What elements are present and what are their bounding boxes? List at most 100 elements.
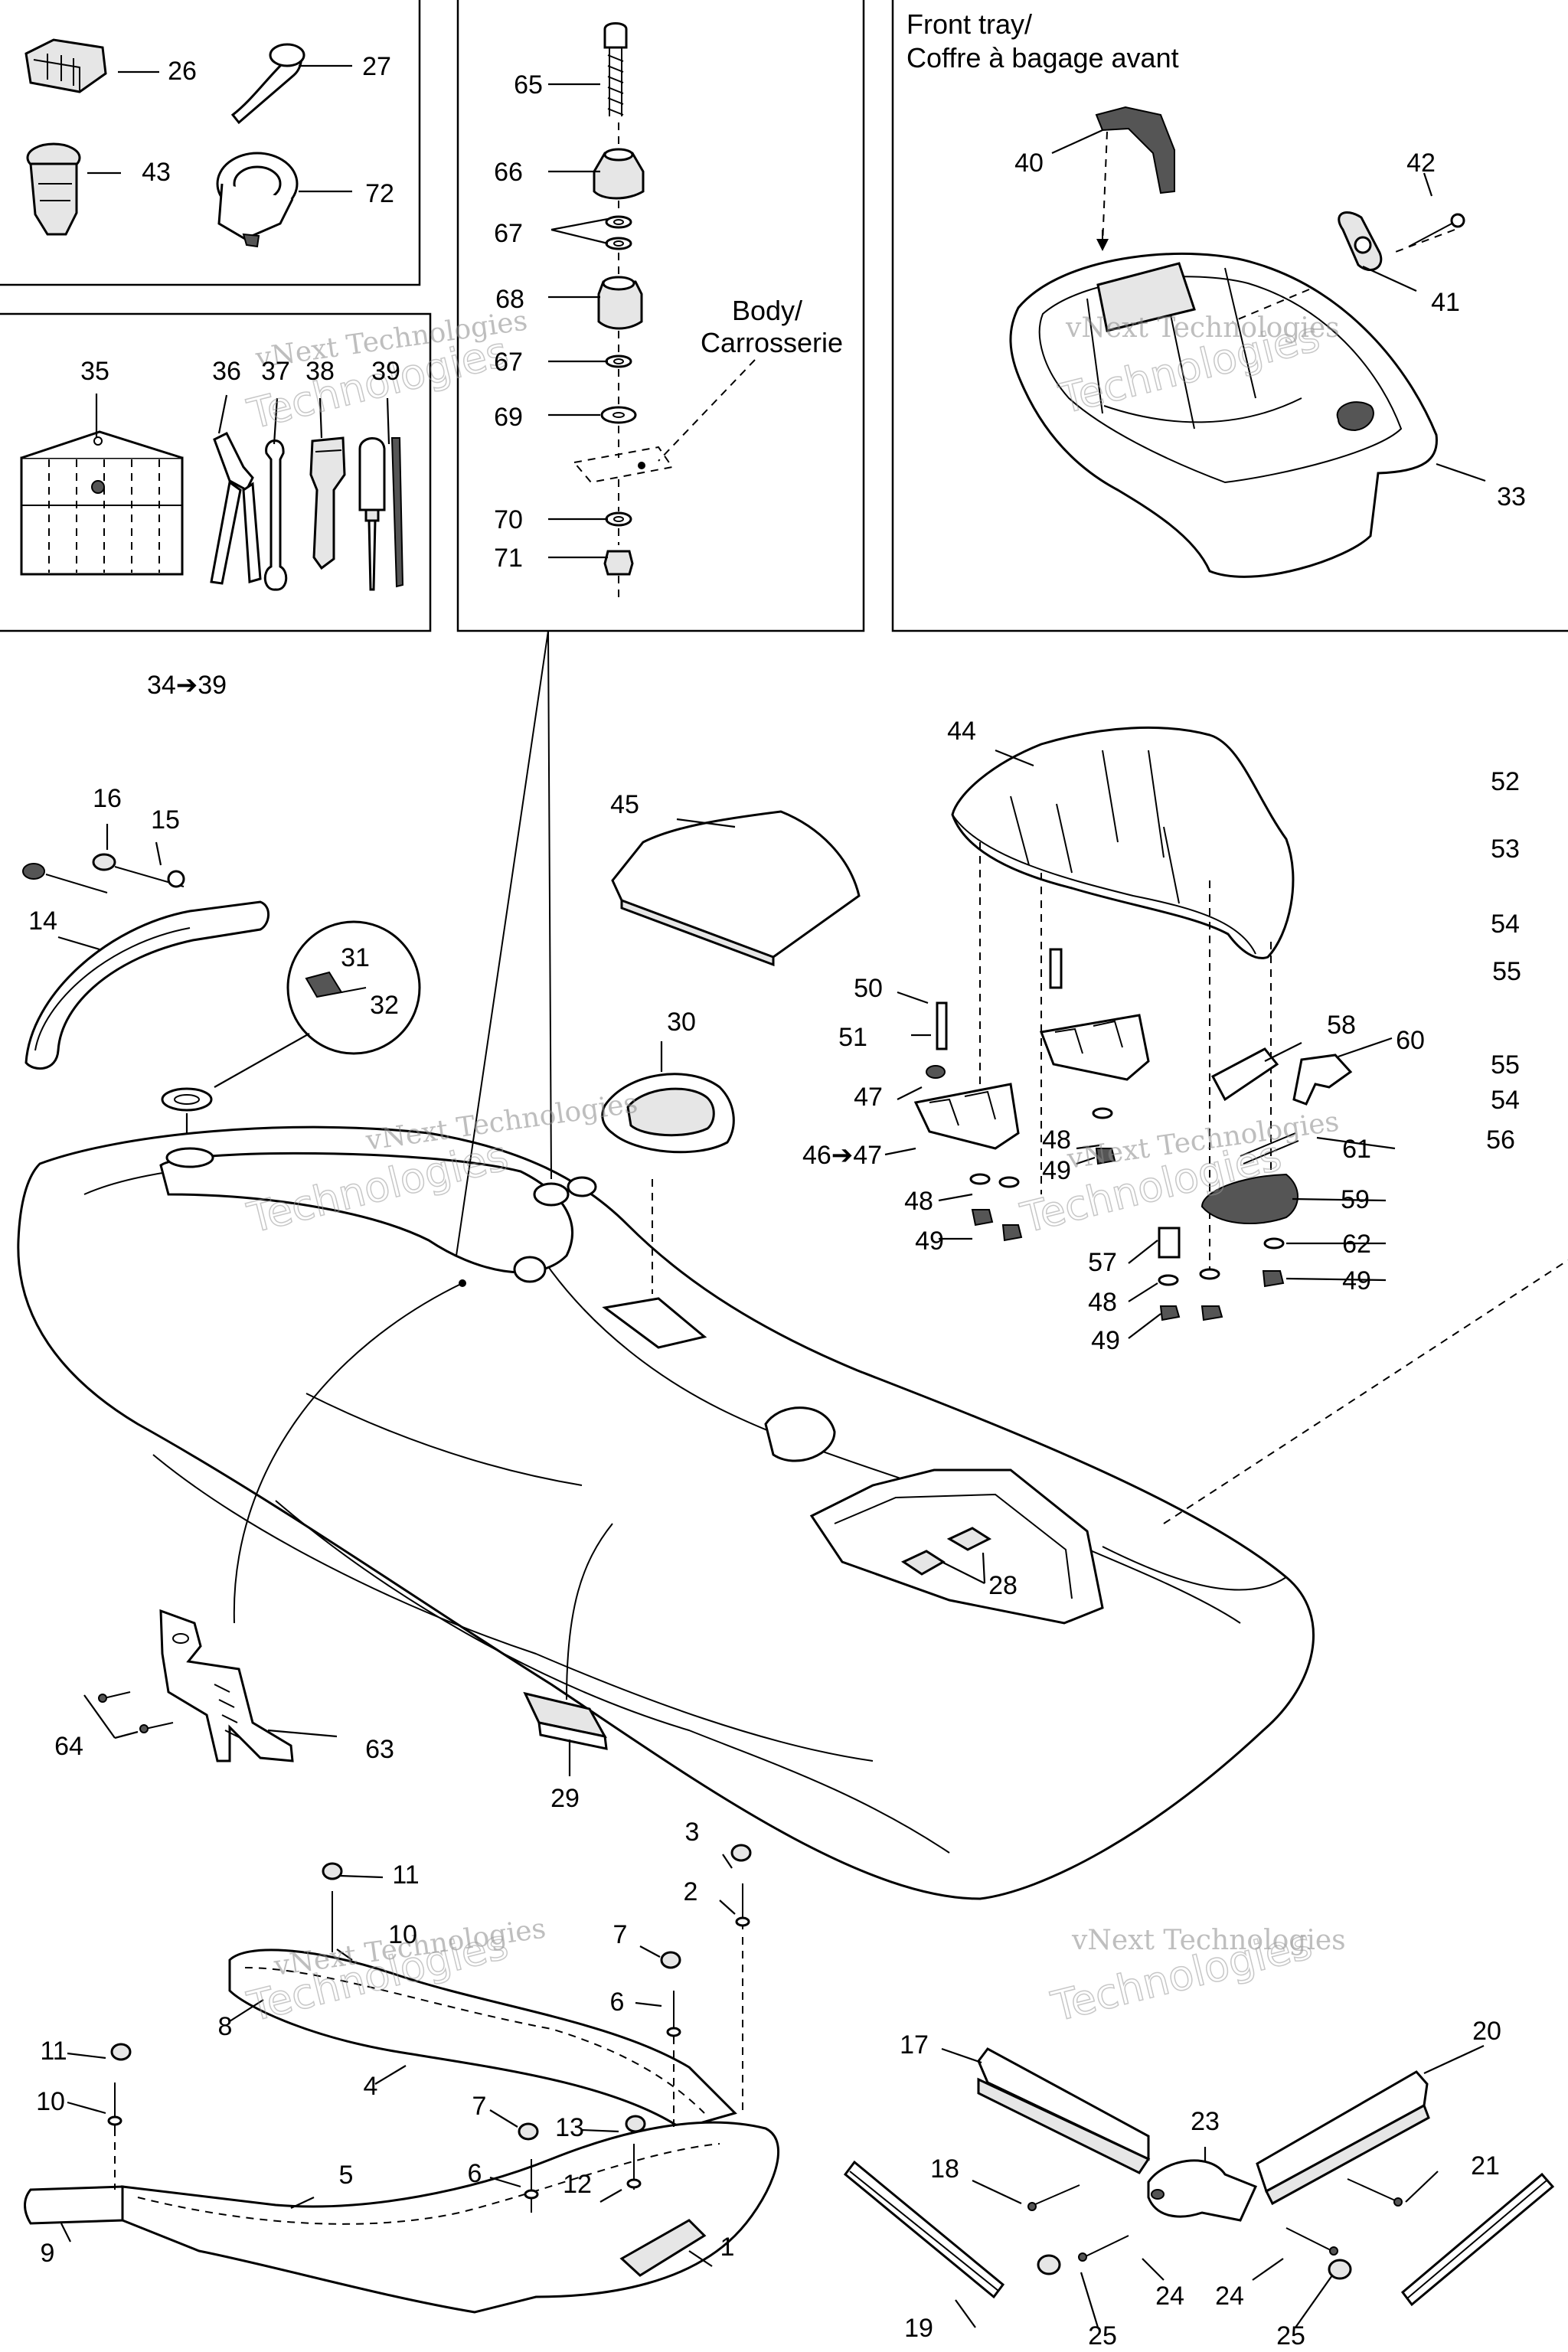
- front-tray-title-fr: Coffre à bagage avant: [906, 42, 1179, 74]
- callouts: 26 27 43 72 35 36 37 38 39 65 66 67 68 6…: [28, 52, 1526, 2350]
- callout-56: 56: [1486, 1125, 1515, 1155]
- front-tray-title-en: Front tray/: [906, 8, 1032, 40]
- leader-lines: [57, 64, 1486, 2328]
- callout-49c: 49: [1342, 1266, 1371, 1295]
- cable-tie-27: [230, 43, 305, 125]
- callout-13: 13: [555, 2113, 584, 2142]
- callout-11a: 11: [392, 1860, 419, 1890]
- callout-7b: 7: [472, 2092, 487, 2121]
- clamp-72: [216, 152, 299, 248]
- callout-21: 21: [1471, 2151, 1500, 2180]
- callout-31: 31: [341, 943, 370, 972]
- hatch-30: [601, 1073, 735, 1154]
- callout-7a: 7: [613, 1920, 628, 1949]
- callout-36: 36: [212, 357, 241, 386]
- body-hardware-stack: [573, 22, 674, 597]
- callout-30: 30: [667, 1008, 696, 1037]
- callout-58: 58: [1327, 1011, 1356, 1040]
- svg-text:vNext Technologies: vNext Technologies: [1071, 1925, 1346, 1956]
- callout-66: 66: [494, 158, 523, 187]
- callout-50: 50: [854, 974, 883, 1003]
- pliers-36: [210, 431, 262, 585]
- callout-16: 16: [93, 784, 122, 813]
- hull-body: [17, 1125, 1315, 1900]
- callout-57: 57: [1088, 1248, 1117, 1277]
- callout-71: 71: [494, 544, 523, 573]
- callout-3: 3: [685, 1818, 700, 1847]
- callout-5: 5: [339, 2161, 354, 2190]
- callout-12: 12: [563, 2170, 592, 2199]
- callout-4: 4: [364, 2072, 378, 2101]
- callout-15: 15: [151, 805, 180, 835]
- block-29: [523, 1691, 608, 1750]
- callout-61: 61: [1342, 1135, 1371, 1164]
- callout-44: 44: [947, 717, 976, 746]
- rivet-42: [1408, 213, 1465, 247]
- callout-52: 52: [1491, 767, 1520, 796]
- callout-63: 63: [365, 1735, 394, 1764]
- callout-8: 8: [218, 2012, 233, 2041]
- callout-27: 27: [362, 52, 391, 81]
- strap-40: [1095, 106, 1175, 194]
- tool-kit-label: 34➔39: [147, 671, 227, 700]
- bracket-63: [159, 1609, 294, 1762]
- callout-49b: 49: [1042, 1156, 1071, 1185]
- cover-45: [611, 810, 861, 967]
- callout-2: 2: [684, 1877, 698, 1906]
- callout-38: 38: [305, 357, 335, 386]
- callout-45: 45: [610, 790, 639, 819]
- screws-64: [98, 1691, 174, 1733]
- callout-29: 29: [550, 1784, 580, 1813]
- body-label-fr: Carrosserie: [701, 327, 843, 358]
- callout-9: 9: [41, 2239, 55, 2268]
- callout-51: 51: [838, 1023, 867, 1052]
- callout-41: 41: [1431, 288, 1460, 317]
- callout-67b: 67: [494, 348, 523, 377]
- strip-21: [1400, 2172, 1555, 2307]
- grommet-43: [26, 142, 81, 236]
- callout-68: 68: [495, 285, 524, 314]
- rail-17: [977, 2047, 1151, 2174]
- box-frames: [0, 0, 1568, 632]
- callout-24b: 24: [1215, 2282, 1244, 2311]
- tool-pouch-35: [20, 430, 184, 576]
- callout-69: 69: [494, 403, 523, 432]
- mat-5-9-1: [24, 2121, 780, 2314]
- callout-1: 1: [720, 2233, 735, 2262]
- callout-23: 23: [1191, 2107, 1220, 2136]
- callout-54a: 54: [1491, 910, 1520, 939]
- callout-33: 33: [1497, 482, 1526, 511]
- callout-24a: 24: [1155, 2282, 1184, 2311]
- latch-41: [1338, 211, 1383, 272]
- screwdriver-39: [358, 437, 404, 591]
- callout-25b: 25: [1276, 2321, 1305, 2350]
- callout-32: 32: [370, 991, 399, 1020]
- callout-40: 40: [1014, 149, 1044, 178]
- corner-23: [1147, 2159, 1258, 2222]
- bolts-15-16: [22, 853, 185, 893]
- callout-39: 39: [371, 357, 400, 386]
- callout-43: 43: [142, 158, 171, 187]
- seat-latch-57-62: [1158, 1047, 1353, 1321]
- callout-28: 28: [988, 1571, 1018, 1600]
- callout-6b: 6: [468, 2159, 482, 2188]
- callout-25a: 25: [1088, 2321, 1117, 2350]
- connector-26: [24, 38, 107, 93]
- body-label-en: Body/: [732, 295, 802, 326]
- mat-4-8: [228, 1949, 737, 2130]
- fasteners-18-21-24-25: [1027, 2178, 1403, 2280]
- callout-62: 62: [1342, 1230, 1371, 1259]
- box-titles: Front tray/ Coffre à bagage avant Body/ …: [147, 8, 1179, 700]
- callout-47a: 47: [854, 1083, 883, 1112]
- callout-48b: 48: [1042, 1125, 1071, 1155]
- seat-44: [951, 726, 1295, 1271]
- assembly-lines: [114, 131, 1568, 2190]
- callout-49d: 49: [1091, 1326, 1120, 1355]
- bracket-46-47: [913, 948, 1150, 1242]
- callout-20: 20: [1472, 2017, 1501, 2046]
- pins-2-13: [107, 1844, 752, 2213]
- callout-55a: 55: [1492, 957, 1521, 986]
- callout-48c: 48: [1088, 1288, 1117, 1317]
- callout-14: 14: [28, 906, 57, 936]
